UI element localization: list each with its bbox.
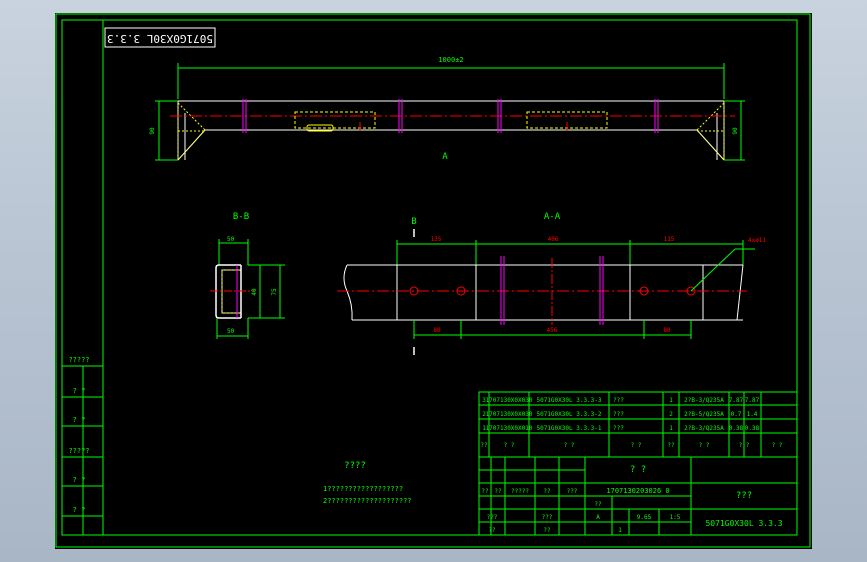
side-label-1: ? ?	[73, 387, 86, 395]
svg-text:???: ???	[613, 425, 624, 432]
scale-value: 1:5	[670, 514, 681, 521]
svg-text:0.7: 0.7	[731, 411, 742, 418]
svg-text:?????: ?????	[511, 488, 529, 495]
detail-aa-label: A-A	[544, 212, 561, 222]
bom-table: 3 1707130X0X030 5071G0X30L 3.3.3-3 ??? 1…	[478, 391, 798, 458]
detail-aa-view: B A-A 135 406 115	[337, 212, 766, 355]
dim-aa-top-mid: 406	[548, 236, 559, 243]
svg-text:7.87: 7.87	[729, 397, 744, 404]
notes-line1: 1??????????????????	[323, 485, 403, 493]
drawing-number: 5071G0X30L 3.3.3	[705, 519, 782, 528]
svg-text:??: ??	[488, 527, 496, 534]
svg-text:? ?: ? ?	[504, 442, 515, 449]
svg-text:0.38: 0.38	[729, 425, 744, 432]
dim-height-left: 90	[149, 127, 156, 135]
section-bb-label: B-B	[233, 212, 249, 222]
svg-text:??: ??	[480, 442, 488, 449]
notes-line2: 2????????????????????	[323, 497, 412, 505]
bom-header: ?? ? ? ? ? ? ? ?? ? ? ? ? ? ?	[480, 442, 782, 449]
section-bb-view: B-B 50 40 75 50	[210, 212, 285, 339]
dim-aa-bottom-left: 80	[433, 327, 441, 334]
stage-mark: A	[596, 514, 600, 521]
svg-text:1707130X0X010: 1707130X0X010	[486, 425, 533, 432]
svg-text:5071G0X30L 3.3.3-2: 5071G0X30L 3.3.3-2	[536, 411, 601, 418]
title-right: ???	[736, 491, 752, 501]
paper-border	[61, 19, 798, 536]
svg-text:??: ??	[667, 442, 675, 449]
dim-bb-outer: 75	[271, 288, 278, 296]
cad-viewport[interactable]: 5071G0X30L 3.3.3 1000±2	[55, 13, 812, 549]
cut-label: B	[411, 217, 416, 227]
side-label-5: ? ?	[73, 506, 86, 514]
dim-bb-top: 50	[227, 236, 235, 243]
svg-text:7.87: 7.87	[745, 397, 760, 404]
dim-aa-top-right: 115	[664, 236, 675, 243]
svg-text:??: ??	[594, 501, 602, 508]
svg-text:1.4: 1.4	[747, 411, 758, 418]
dim-height-right: 90	[732, 127, 739, 135]
part-name: ? ?	[630, 465, 646, 475]
svg-text:0.38: 0.38	[745, 425, 760, 432]
svg-text:???: ???	[567, 488, 578, 495]
dim-aa-bottom-right: 80	[663, 327, 671, 334]
svg-text:???: ???	[542, 514, 553, 521]
svg-text:2: 2	[482, 411, 486, 418]
stamp-box	[104, 27, 216, 48]
notes-title: ????	[344, 461, 366, 471]
svg-text:1: 1	[669, 397, 673, 404]
part-code: 1707130203026 0	[606, 487, 669, 495]
svg-text:5071G0X30L 3.3.3-3: 5071G0X30L 3.3.3-3	[536, 397, 601, 404]
svg-text:1707130X0X030: 1707130X0X030	[486, 397, 533, 404]
outer-frame	[55, 13, 811, 548]
dim-aa-bottom-mid: 456	[547, 327, 558, 334]
svg-text:3: 3	[482, 397, 486, 404]
side-label-0: ?????	[68, 356, 89, 364]
svg-text:5071G0X30L 3.3.3-1: 5071G0X30L 3.3.3-1	[536, 425, 601, 432]
main-view-label: A	[442, 152, 448, 162]
sheet-value: 1	[618, 527, 622, 534]
svg-text:??: ??	[543, 527, 551, 534]
main-view: 1000±2 90	[149, 56, 745, 162]
side-label-4: ? ?	[73, 476, 86, 484]
drawing-border	[102, 19, 798, 536]
mass-value: 9.65	[637, 514, 652, 521]
technical-notes: ???? 1?????????????????? 2??????????????…	[323, 461, 412, 505]
bom-row: 3 1707130X0X030 5071G0X30L 3.3.3-3 ??? 1…	[482, 397, 759, 404]
svg-text:2?B-3/Q235A: 2?B-3/Q235A	[684, 397, 724, 404]
dim-bb-inner: 40	[251, 288, 258, 296]
svg-text:???: ???	[613, 411, 624, 418]
side-label-3: ?????	[68, 447, 89, 455]
svg-text:1707130X0X030: 1707130X0X030	[486, 411, 533, 418]
svg-text:? ?: ? ?	[772, 442, 783, 449]
svg-text:1: 1	[669, 425, 673, 432]
dim-aa-top-left: 135	[431, 236, 442, 243]
title-block: ?? ?? ????? ?? ??? ??? ?? ??? ?? ?? ? ? …	[478, 456, 798, 536]
dim-overall-length: 1000±2	[438, 56, 463, 64]
dim-bb-bottom: 50	[227, 328, 235, 335]
svg-text:???: ???	[487, 514, 498, 521]
svg-text:2: 2	[669, 411, 673, 418]
svg-text:? ?: ? ?	[631, 442, 642, 449]
svg-text:1: 1	[482, 425, 486, 432]
bom-row: 2 1707130X0X030 5071G0X30L 3.3.3-2 ??? 2…	[482, 411, 758, 418]
svg-text:2?B-5/Q235A: 2?B-5/Q235A	[684, 411, 724, 418]
svg-text:? ?: ? ?	[699, 442, 710, 449]
svg-text:? ?: ? ?	[739, 442, 750, 449]
drawing-canvas: 5071G0X30L 3.3.3 1000±2	[55, 13, 811, 548]
svg-text:??: ??	[543, 488, 551, 495]
svg-text:??: ??	[481, 488, 489, 495]
stamp-code: 5071G0X30L 3.3.3	[107, 32, 213, 45]
side-label-column: ????? ? ? ? ? ????? ? ? ? ?	[62, 356, 103, 535]
svg-text:? ?: ? ?	[564, 442, 575, 449]
hole-callout: 4xø11	[748, 237, 766, 244]
side-label-2: ? ?	[73, 416, 86, 424]
bom-row: 1 1707130X0X010 5071G0X30L 3.3.3-1 ??? 1…	[482, 425, 759, 432]
svg-text:???: ???	[613, 397, 624, 404]
svg-text:??: ??	[494, 488, 502, 495]
svg-text:2?B-3/Q235A: 2?B-3/Q235A	[684, 425, 724, 432]
